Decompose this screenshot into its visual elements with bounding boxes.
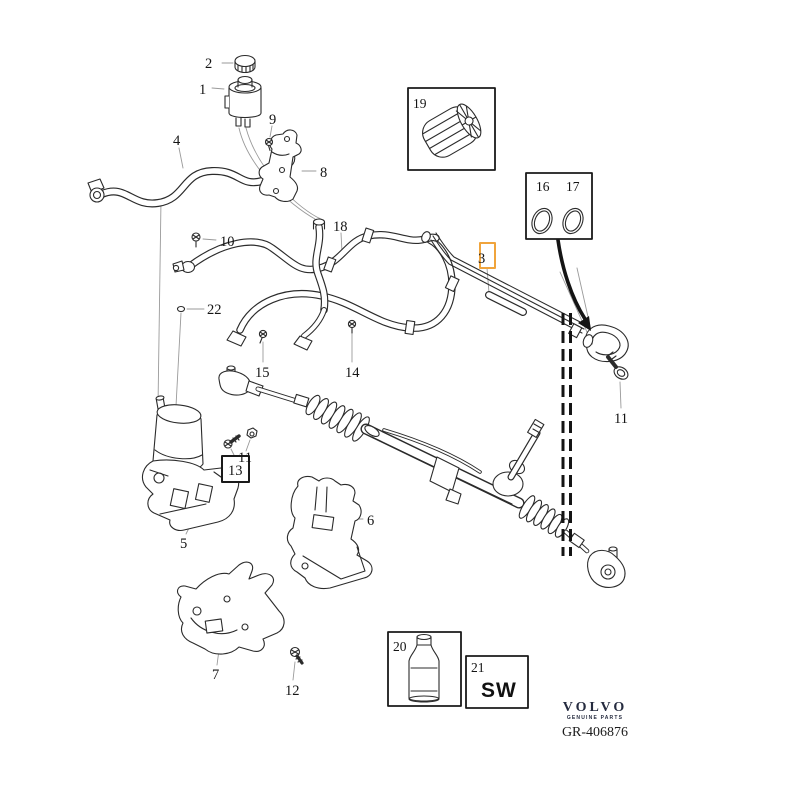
oring-arrow xyxy=(556,238,591,331)
callout-11-left[interactable]: 11 xyxy=(238,450,252,466)
callout-3[interactable]: 3 xyxy=(478,251,485,267)
grooved-bushing xyxy=(422,103,482,158)
callout-20[interactable]: 20 xyxy=(393,639,407,654)
fluid-reservoir xyxy=(224,75,262,128)
screw-9 xyxy=(264,137,274,152)
bolt-11-right xyxy=(606,351,629,380)
leader-lines xyxy=(157,62,622,681)
callout-10[interactable]: 10 xyxy=(220,234,235,250)
reservoir-cap xyxy=(234,54,256,74)
callout-18[interactable]: 18 xyxy=(333,219,348,235)
figure-reference: GR-406876 xyxy=(562,725,628,740)
callout-16[interactable]: 16 xyxy=(536,179,550,194)
callout-12[interactable]: 12 xyxy=(285,683,300,699)
callout-7[interactable]: 7 xyxy=(212,667,219,683)
callout-4[interactable]: 4 xyxy=(173,133,181,149)
inset-box-16-17 xyxy=(525,172,593,240)
callout-13-box xyxy=(221,455,250,483)
callout-5[interactable]: 5 xyxy=(180,536,187,552)
rack-boot-left xyxy=(305,394,370,442)
pump-5 xyxy=(141,395,240,531)
callout-9[interactable]: 9 xyxy=(269,112,276,128)
nut-11-left xyxy=(246,427,258,439)
callout-3-highlight-box xyxy=(479,242,496,269)
clip-22 xyxy=(176,305,186,313)
callout-19[interactable]: 19 xyxy=(413,96,427,111)
callout-1[interactable]: 1 xyxy=(199,82,206,98)
bracket-6 xyxy=(286,475,373,590)
callout-13[interactable]: 13 xyxy=(228,463,243,479)
bolt-10 xyxy=(191,232,201,248)
pipe-3-assembly xyxy=(421,231,587,334)
callout-15[interactable]: 15 xyxy=(255,365,270,381)
callout-21[interactable]: 21 xyxy=(471,660,485,675)
callout-14[interactable]: 14 xyxy=(345,365,360,381)
inset-box-19 xyxy=(407,87,496,171)
callout-22[interactable]: 22 xyxy=(207,302,222,318)
callout-8[interactable]: 8 xyxy=(320,165,327,181)
brand-tagline: GENUINE PARTS xyxy=(567,715,623,721)
fluid-bottle xyxy=(408,633,440,703)
callout-6[interactable]: 6 xyxy=(367,513,374,529)
sw-code: SW xyxy=(481,679,517,702)
callouts: 2 1 9 4 8 10 18 3 22 15 14 19 16 17 11 1… xyxy=(173,56,628,699)
brand-wordmark: VOLVO xyxy=(563,700,628,715)
callout-2[interactable]: 2 xyxy=(205,56,212,72)
callout-11-right[interactable]: 11 xyxy=(614,411,628,427)
bracket-7 xyxy=(176,561,285,655)
rack-boot-right xyxy=(518,495,570,538)
cut-line-dashed xyxy=(561,313,572,556)
volvo-logo: VOLVO GENUINE PARTS GR-406876 xyxy=(562,700,628,740)
bolt-11-left xyxy=(223,434,241,449)
bracket-8 xyxy=(258,129,302,202)
callout-17[interactable]: 17 xyxy=(566,179,580,194)
inset-box-21: SW xyxy=(465,655,529,709)
hose-assembly-18 xyxy=(172,218,460,351)
inset-box-20 xyxy=(387,631,462,707)
bolt-12 xyxy=(289,646,304,665)
steering-rack xyxy=(218,365,626,588)
pipe-end-fitting xyxy=(568,323,629,363)
